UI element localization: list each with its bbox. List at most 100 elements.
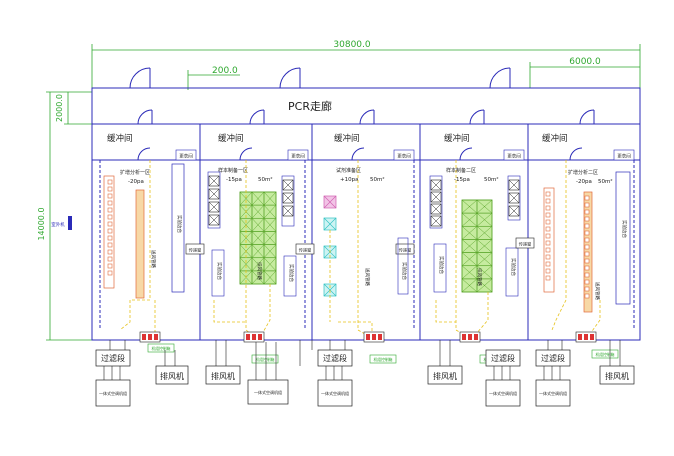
room-5-bench-label: 实验边台 bbox=[621, 220, 628, 238]
air-grille-cross bbox=[508, 192, 520, 204]
heater-symbol bbox=[107, 207, 113, 213]
room-1: 缓冲间 更衣间 扩增分析一区 -20pa 实验边台 送风管路 传递窗 机组控制箱… bbox=[95, 133, 205, 407]
room-1-passbox: 传递窗 bbox=[189, 247, 202, 254]
room-1-bench-label: 实验边台 bbox=[176, 215, 183, 233]
hepa-outlet-cross bbox=[476, 199, 493, 214]
heater-symbol bbox=[107, 214, 113, 220]
room-2-change-label: 更衣间 bbox=[291, 153, 305, 160]
hepa-outlet-cross bbox=[461, 212, 478, 227]
heater-symbol bbox=[545, 268, 551, 274]
heater-symbol bbox=[545, 261, 551, 267]
room-2-buffer-label: 缓冲间 bbox=[218, 133, 244, 144]
side-unit-box bbox=[68, 216, 72, 230]
room-2-panel-label: 机组控制箱 bbox=[256, 357, 275, 362]
dim-offset: 200.0 bbox=[212, 66, 238, 76]
heater-symbol bbox=[584, 272, 590, 278]
air-grille-cross bbox=[208, 175, 220, 187]
heater-symbol bbox=[107, 200, 113, 206]
air-grille-cross bbox=[430, 215, 442, 227]
heater-symbol bbox=[545, 226, 551, 232]
room-3-passbox: 传递窗 bbox=[399, 247, 412, 254]
heater-symbol bbox=[107, 242, 113, 248]
heater-symbol bbox=[545, 240, 551, 246]
room-1-panel-label: 机组控制箱 bbox=[152, 346, 171, 351]
dim-right-span: 6000.0 bbox=[569, 57, 601, 67]
heater-symbol bbox=[107, 186, 113, 192]
dim-total-height: 14000.0 bbox=[37, 207, 46, 240]
room-5-panel-label: 机组控制箱 bbox=[596, 352, 615, 357]
heater-symbol bbox=[584, 279, 590, 285]
room-5-exhaust-label: 排风机 bbox=[605, 371, 629, 381]
air-grille-cross bbox=[208, 188, 220, 200]
room-4-area: 50m² bbox=[484, 176, 499, 183]
hepa-outlet-cross bbox=[476, 265, 493, 280]
heater-symbol bbox=[584, 230, 590, 236]
heater-symbol bbox=[584, 265, 590, 271]
hepa-outlet-cross bbox=[461, 252, 478, 266]
heater-symbol bbox=[107, 193, 113, 199]
room-2-passbox: 传递窗 bbox=[299, 247, 312, 254]
heater-symbol bbox=[584, 251, 590, 257]
hepa-outlet-cross bbox=[461, 239, 478, 253]
hepa-outlet-cross bbox=[239, 191, 253, 206]
side-label: 室外机 bbox=[51, 221, 65, 228]
room-5-zone-label: 扩增分析二区 bbox=[568, 169, 598, 176]
hepa-outlet-cross bbox=[476, 252, 493, 266]
hepa-outlet-cross bbox=[251, 244, 265, 258]
room-4-pressure: -15pa bbox=[454, 177, 470, 183]
hepa-outlet-cross bbox=[476, 278, 493, 293]
hepa-outlet-cross bbox=[263, 257, 277, 272]
room-3-change-label: 更衣间 bbox=[397, 153, 411, 160]
room-4-bench-right: 实验边台 bbox=[510, 258, 517, 276]
room-3-area: 50m² bbox=[370, 176, 385, 183]
hepa-outlet-cross bbox=[461, 278, 478, 293]
heater-symbol bbox=[584, 216, 590, 222]
room-4-buffer-label: 缓冲间 bbox=[444, 133, 470, 144]
corridor-label: PCR走廊 bbox=[288, 99, 332, 113]
room-2-area: 50m² bbox=[258, 176, 273, 183]
air-grille-cross bbox=[430, 191, 442, 203]
heater-symbol bbox=[107, 228, 113, 234]
room-5-buffer-label: 缓冲间 bbox=[542, 133, 568, 144]
hepa-outlet-cross bbox=[461, 265, 478, 280]
room-4: 缓冲间 更衣间 样本制备二区 -15pa 50m² 排风管路 实验边台 实验边台… bbox=[427, 133, 535, 407]
building-walls bbox=[91, 67, 641, 341]
heater-symbol bbox=[545, 247, 551, 253]
heater-symbol bbox=[584, 223, 590, 229]
hepa-outlet-cross bbox=[263, 231, 277, 245]
heater-symbol bbox=[584, 195, 590, 201]
room-3-buffer-label: 缓冲间 bbox=[334, 133, 360, 144]
room-1-change-room bbox=[175, 149, 197, 161]
hepa-outlet-cross bbox=[239, 257, 253, 272]
hepa-outlet-cross bbox=[263, 191, 277, 206]
heater-symbol bbox=[107, 221, 113, 227]
heater-symbol bbox=[545, 254, 551, 260]
air-grille-cross bbox=[430, 179, 442, 191]
room-4-bench-left: 实验边台 bbox=[438, 256, 445, 274]
hepa-outlet-cross bbox=[239, 218, 253, 232]
heater-symbol bbox=[545, 212, 551, 218]
hepa-outlet-cross bbox=[263, 218, 277, 232]
heater-symbol bbox=[584, 237, 590, 243]
room-2-bench-right: 实验边台 bbox=[288, 264, 295, 282]
room-2-exhaust-label: 排风机 bbox=[211, 371, 235, 381]
heater-symbol bbox=[584, 244, 590, 250]
hepa-outlet-cross bbox=[251, 270, 265, 285]
air-grille-cross bbox=[208, 201, 220, 213]
heater-symbol bbox=[584, 293, 590, 299]
room-1-buffer-label: 缓冲间 bbox=[107, 133, 133, 144]
heater-symbol bbox=[584, 209, 590, 215]
room-4-exhaust-label: 排风机 bbox=[433, 371, 457, 381]
hepa-outlet-cross bbox=[461, 226, 478, 240]
room-3-pressure: +10pa bbox=[340, 177, 358, 183]
room-4-passbox: 传递窗 bbox=[519, 241, 532, 248]
air-grille-cross bbox=[208, 214, 220, 226]
room-4-unit-label: 一体式空调机组 bbox=[489, 390, 517, 396]
air-grille-cross bbox=[430, 203, 442, 215]
hepa-outlet-cross bbox=[263, 244, 277, 258]
room-4-vertical-label: 排风管路 bbox=[476, 268, 483, 286]
room-5-area: 50m² bbox=[598, 178, 613, 185]
hepa-outlet-cross bbox=[251, 191, 265, 206]
